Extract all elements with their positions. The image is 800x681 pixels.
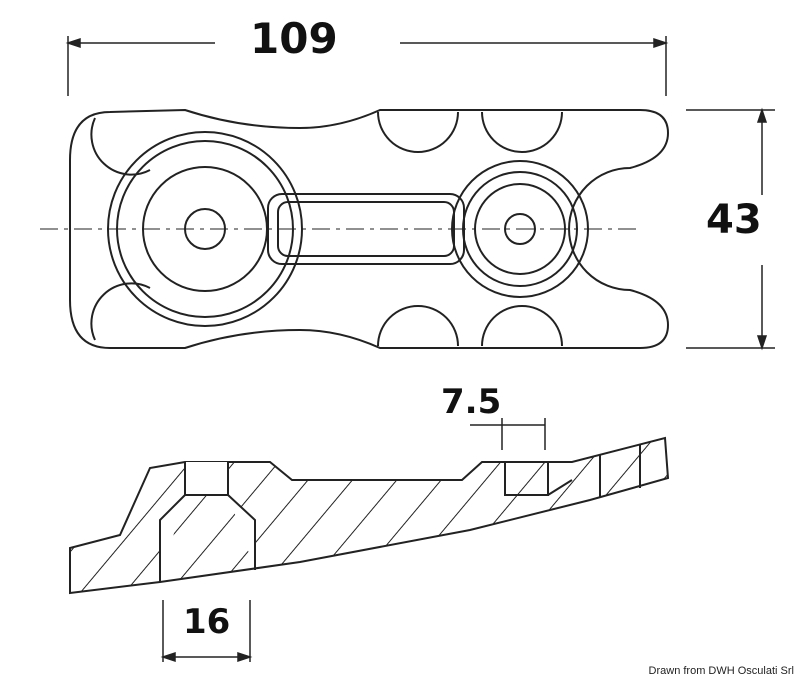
dimension-offset-lines <box>470 418 546 450</box>
credit-text: Drawn from DWH Osculati Srl <box>648 665 794 677</box>
side-view <box>69 436 670 595</box>
dimension-length-lines <box>65 36 669 96</box>
dimension-width-lines <box>686 107 775 351</box>
dimension-base-label: 16 <box>183 602 231 642</box>
dimension-width-label: 43 <box>706 197 762 243</box>
top-view <box>40 108 670 349</box>
dimension-base-lines <box>160 600 253 663</box>
dimension-offset-label: 7.5 <box>441 382 502 422</box>
dimension-length-label: 109 <box>250 14 338 63</box>
